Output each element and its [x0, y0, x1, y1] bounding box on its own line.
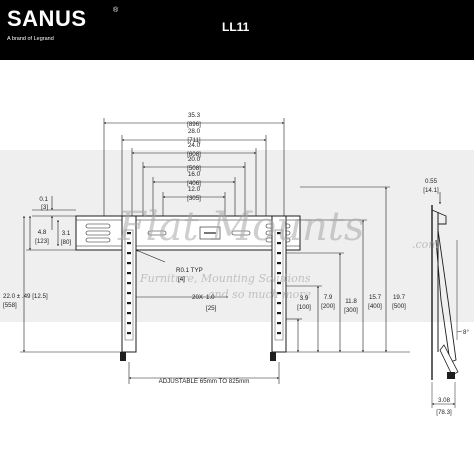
label-22-0: 22.0 ± .49 [12.5] — [3, 293, 48, 300]
right-dimension-lines — [135, 186, 410, 353]
label-28-0-mm: [711] — [187, 137, 201, 144]
label-19-7: 19.7 — [393, 294, 406, 301]
label-3-1-mm: [80] — [61, 239, 72, 246]
label-19-7-mm: [500] — [392, 303, 406, 310]
label-12-0: 12.0 — [188, 186, 201, 193]
left-arm — [120, 215, 137, 361]
label-tilt: 8° — [463, 329, 469, 336]
watermark-tagline-1: Furniture, Mounting Solutions — [139, 272, 311, 285]
label-r0-1-typ-mm: [4] — [178, 276, 185, 283]
adjustable-span — [128, 362, 280, 384]
label-7-9: 7.9 — [324, 294, 333, 301]
label-24-0: 24.0 — [188, 142, 201, 149]
label-0-1-mm: [3] — [41, 204, 48, 211]
label-4-8: 4.8 — [38, 229, 47, 236]
brand-logo: SANUS — [7, 6, 87, 31]
watermark-tagline-2: and so much more — [208, 288, 312, 301]
label-20-0-mm: [508] — [187, 165, 201, 172]
label-0-1: 0.1 — [39, 196, 48, 203]
header-bar: SANUS ® A brand of Legrand LL11 — [0, 0, 474, 60]
label-3-9-mm: [100] — [297, 304, 311, 311]
label-7-9-mm: [200] — [321, 303, 335, 310]
label-4-8-mm: [123] — [35, 238, 49, 245]
model-title: LL11 — [222, 20, 250, 34]
label-r0-1-typ: R0.1 TYP — [176, 267, 203, 274]
label-22-0-mm: [558] — [3, 302, 17, 309]
label-1-0: 1.0 — [206, 294, 215, 301]
label-35-3-mm: [896] — [187, 121, 201, 128]
label-0-55-mm: [14.1] — [423, 187, 439, 194]
right-arm — [270, 215, 287, 361]
width-dimension-lines — [103, 118, 285, 216]
left-dimension-lines — [20, 196, 122, 353]
label-11-8: 11.8 — [345, 298, 357, 305]
label-28-0: 28.0 — [188, 128, 201, 135]
label-0-55: 0.55 — [425, 178, 438, 185]
label-3-08: 3.08 — [438, 397, 451, 404]
label-24-0-mm: [608] — [187, 151, 201, 158]
registered-mark: ® — [113, 7, 119, 14]
label-35-3: 35.3 — [188, 112, 201, 119]
label-1-0-mm: [25] — [206, 305, 217, 312]
watermark-domain: .com — [412, 238, 439, 251]
label-15-7-mm: [400] — [368, 303, 382, 310]
wall-plate — [75, 215, 301, 251]
label-16-0-mm: [406] — [187, 180, 201, 187]
label-3-08-mm: [78.3] — [436, 409, 452, 416]
brand-byline: A brand of Legrand — [7, 36, 54, 42]
label-12-0-mm: [305] — [187, 195, 201, 202]
side-profile — [431, 192, 463, 408]
watermark: Flat Mounts .com Furniture, Mounting Sol… — [117, 204, 439, 301]
label-3-1: 3.1 — [62, 230, 71, 237]
watermark-logo: Flat Mounts — [117, 204, 364, 250]
label-20x: 20X — [192, 294, 203, 301]
label-20-0: 20.0 — [188, 156, 201, 163]
label-15-7: 15.7 — [369, 294, 382, 301]
dimension-labels: 35.3 [896] 28.0 [711] 24.0 [608] 20.0 [5… — [3, 112, 469, 416]
label-adjustable: ADJUSTABLE 65mm TO 825mm — [159, 378, 250, 385]
label-16-0: 16.0 — [188, 171, 201, 178]
label-3-9: 3.9 — [300, 295, 309, 302]
label-11-8-mm: [300] — [344, 307, 358, 314]
